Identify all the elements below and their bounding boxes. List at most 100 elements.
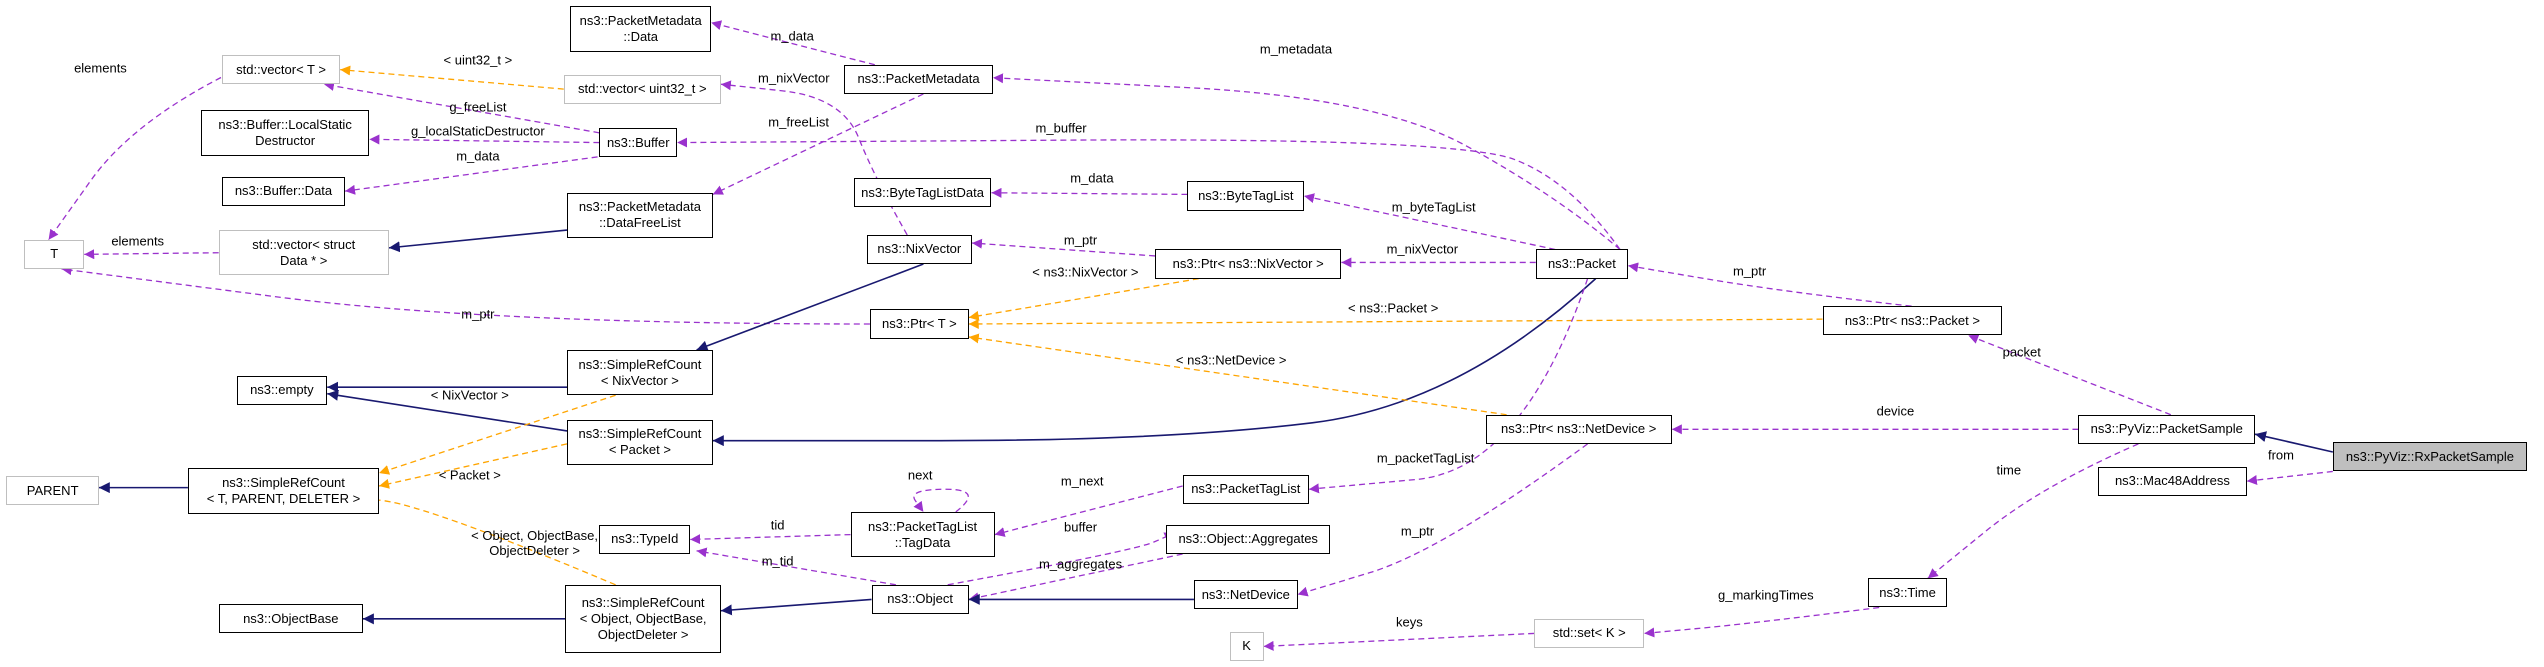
- edge-label-ptrPkt-to-packet: m_ptr: [1732, 263, 1767, 279]
- node-src-nix[interactable]: ns3::SimpleRefCount < NixVector >: [567, 349, 713, 396]
- edge-usage-btl-to-btld: [991, 187, 1188, 198]
- edge-label-srcPkt-to-srcGeneric: < Packet >: [438, 467, 501, 483]
- edge-label-ptrPkt-to-ptrT: < ns3::Packet >: [1348, 300, 1439, 316]
- edge-label-buffer-to-bufLSD: g_localStaticDestructor: [411, 123, 545, 139]
- node-set-k[interactable]: std::set< K >: [1534, 618, 1645, 648]
- node-vec-t[interactable]: std::vector< T >: [221, 55, 341, 85]
- edge-label-btl-to-btld: m_data: [1070, 170, 1114, 186]
- edge-template-srcObj-to-srcGeneric: [347, 499, 616, 586]
- node-btld[interactable]: ns3::ByteTagListData: [853, 178, 992, 208]
- node-ptl-t-d[interactable]: ns3::PacketTagList ::TagData: [850, 511, 995, 558]
- edge-usage-buffer-to-bufLSD: [369, 134, 600, 145]
- edge-template-ptrPkt-to-ptrT: [968, 318, 1823, 329]
- node-pm-data[interactable]: ns3::PacketMetadata ::Data: [570, 6, 712, 52]
- node-object[interactable]: ns3::Object: [871, 584, 969, 614]
- edge-label-aggr-to-object: m_aggregates: [1038, 556, 1123, 572]
- node-aggr[interactable]: ns3::Object::Aggregates: [1166, 524, 1330, 555]
- node-pm[interactable]: ns3::PacketMetadata: [844, 64, 994, 94]
- node-netdev[interactable]: ns3::NetDevice: [1193, 579, 1298, 610]
- edge-label-pps-to-ptrPkt: packet: [2002, 344, 2041, 360]
- node-buf-data[interactable]: ns3::Buffer::Data: [221, 176, 346, 206]
- edge-label-time-to-setK: g_markingTimes: [1717, 587, 1814, 603]
- node--k[interactable]: K: [1229, 631, 1264, 661]
- node-type-id[interactable]: ns3::TypeId: [599, 524, 691, 555]
- node-btl[interactable]: ns3::ByteTagList: [1187, 181, 1305, 211]
- edge-label-packet-to-pm: m_metadata: [1259, 41, 1333, 57]
- edge-label-ptrNix-to-ptrT: < ns3::NixVector >: [1032, 264, 1139, 280]
- edge-usage-pps-to-ptrPkt: [1968, 334, 2172, 416]
- edge-label-vecStruct-to-T: elements: [111, 233, 165, 249]
- edge-template-srcPkt-to-srcGeneric: [378, 443, 568, 489]
- node-pps[interactable]: ns3::PyViz::PacketSample: [2078, 414, 2256, 444]
- edge-label-vecU32-to-vecT: < uint32_t >: [443, 52, 513, 68]
- node--t[interactable]: T: [24, 239, 85, 269]
- node-parent[interactable]: PARENT: [6, 476, 99, 506]
- node-ptr-nix[interactable]: ns3::Ptr< ns3::NixVector >: [1155, 249, 1342, 279]
- edge-label-srcNix-to-srcGeneric: < NixVector >: [430, 387, 509, 403]
- edge-usage-object-to-aggr: [947, 532, 1175, 586]
- node-src-obj[interactable]: ns3::SimpleRefCount < Object, ObjectBase…: [565, 584, 721, 653]
- edge-usage-rxps-to-mac48: [2246, 470, 2333, 485]
- edge-label-buffer-to-vecT: g_freeList: [449, 99, 507, 115]
- edge-usage-ptl-to-ptlTD: [994, 485, 1183, 537]
- node-buffer[interactable]: ns3::Buffer: [599, 127, 678, 158]
- edge-usage-buffer-to-vecT: [323, 81, 600, 134]
- edge-inherit-nix-to-srcNix: [696, 263, 924, 352]
- edge-label-setK-to-K: keys: [1396, 614, 1423, 630]
- edge-label-packet-to-ptl: m_packetTagList: [1376, 450, 1475, 466]
- edge-usage-ptrPkt-to-packet: [1627, 262, 1912, 307]
- node-ptl[interactable]: ns3::PacketTagList: [1182, 474, 1309, 504]
- edge-label-ptlTD-to-ptlTD: next: [907, 467, 933, 483]
- edge-label-srcObj-to-srcGeneric: < Object, ObjectBase, ObjectDeleter >: [471, 527, 599, 558]
- edge-usage-nix-to-vecU32: [720, 80, 908, 236]
- edge-usage-packet-to-btl: [1303, 193, 1556, 251]
- edge-inherit-object-to-srcObj: [720, 598, 872, 616]
- node-vec-u32[interactable]: std::vector< uint32_t >: [563, 74, 721, 104]
- edge-label-pps-to-ptrND: device: [1876, 403, 1915, 419]
- edge-label-pm-to-pmDFL: m_freeList: [768, 114, 830, 129]
- node-rxps[interactable]: ns3::PyViz::RxPacketSample: [2332, 442, 2528, 472]
- edge-label-pps-to-time: time: [1996, 462, 2022, 478]
- edge-label-object-to-aggr: buffer: [1064, 519, 1098, 534]
- edge-label-packet-to-btl: m_byteTagList: [1391, 199, 1476, 215]
- edge-usage-buffer-to-bufData: [344, 154, 608, 195]
- node-nix[interactable]: ns3::NixVector: [866, 234, 972, 265]
- node-mac48[interactable]: ns3::Mac48Address: [2097, 466, 2247, 496]
- node-src-pkt[interactable]: ns3::SimpleRefCount < Packet >: [567, 419, 713, 465]
- node-pm-d-f-l[interactable]: ns3::PacketMetadata ::DataFreeList: [567, 192, 713, 239]
- node-ptr-t[interactable]: ns3::Ptr< T >: [869, 309, 969, 339]
- node-ptr-n-d[interactable]: ns3::Ptr< ns3::NetDevice >: [1485, 414, 1672, 444]
- edge-template-ptrND-to-ptrT: [968, 333, 1507, 416]
- edge-usage-ptlTD-to-typeId: [690, 533, 851, 545]
- edge-usage-packet-to-pm: [993, 73, 1621, 250]
- edge-usage-ptrNix-to-nix: [971, 238, 1156, 257]
- node-packet[interactable]: ns3::Packet: [1535, 249, 1629, 279]
- edge-label-packet-to-ptrNix: m_nixVector: [1386, 241, 1459, 257]
- edge-inherit-pmDFL-to-vecStruct: [388, 229, 568, 253]
- edge-label-vecT-to-T: elements: [74, 60, 127, 76]
- node-src-generic[interactable]: ns3::SimpleRefCount < T, PARENT, DELETER…: [187, 468, 380, 514]
- node-ptr-pkt[interactable]: ns3::Ptr< ns3::Packet >: [1822, 306, 2003, 336]
- edge-template-vecU32-to-vecT: [340, 65, 564, 90]
- edge-usage-pm-to-pmDFL: [712, 93, 924, 195]
- node-obj-base[interactable]: ns3::ObjectBase: [218, 604, 363, 634]
- edge-label-packet-to-buffer: m_buffer: [1035, 120, 1087, 136]
- edge-usage-packet-to-buffer: [677, 137, 1621, 250]
- edge-usage-pps-to-time: [1927, 443, 2139, 579]
- node-time[interactable]: ns3::Time: [1867, 578, 1948, 608]
- edge-usage-aggr-to-object: [968, 553, 1183, 603]
- node-vec-struct[interactable]: std::vector< struct Data * >: [218, 230, 389, 276]
- edge-label-nix-to-vecU32: m_nixVector: [758, 70, 830, 86]
- edge-label-rxps-to-mac48: from: [2267, 447, 2294, 463]
- edge-label-ptrNix-to-nix: m_ptr: [1063, 232, 1098, 248]
- edge-label-ptl-to-ptlTD: m_next: [1060, 473, 1104, 489]
- edge-template-ptrNix-to-ptrT: [968, 277, 1199, 321]
- edge-usage-pm-to-pmData: [711, 20, 875, 66]
- edge-usage-object-to-typeId: [696, 547, 896, 586]
- node-buf-l-s-d[interactable]: ns3::Buffer::LocalStatic Destructor: [200, 110, 370, 156]
- edge-label-ptrND-to-netdev: m_ptr: [1400, 523, 1435, 539]
- edge-label-ptrT-to-T: m_ptr: [461, 306, 495, 322]
- edge-label-object-to-typeId: m_tid: [761, 553, 794, 569]
- node-empty[interactable]: ns3::empty: [236, 375, 328, 405]
